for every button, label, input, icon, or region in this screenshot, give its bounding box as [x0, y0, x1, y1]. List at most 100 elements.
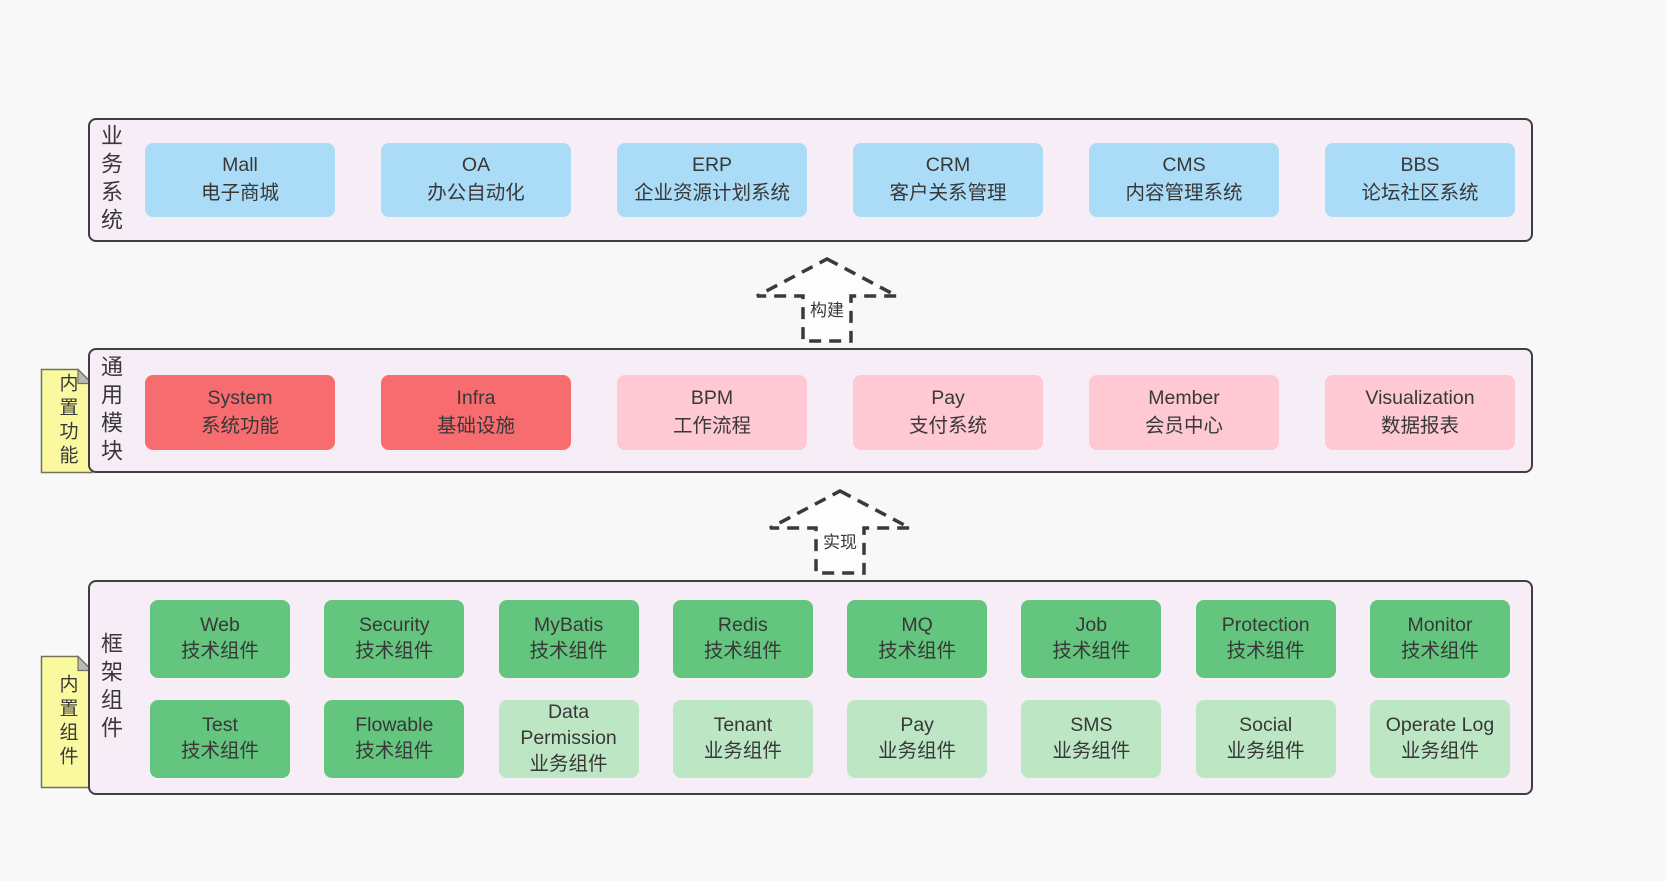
- node-erp: ERP 企业资源计划系统: [617, 143, 807, 217]
- sticky-note-built-in-components: 内置组件: [40, 655, 94, 789]
- node-data-permission: Data Permission 业务组件: [498, 700, 639, 778]
- node-operate-log: Operate Log 业务组件: [1369, 700, 1510, 778]
- arrow-label-build: 构建: [807, 296, 847, 321]
- note-text: 内置组件: [56, 674, 78, 770]
- node-name: OA: [461, 154, 491, 177]
- node-pay-component: Pay 业务组件: [847, 700, 988, 778]
- node-name: Data Permission: [520, 701, 617, 750]
- node-name: Infra: [456, 386, 496, 409]
- node-subtitle: 工作流程: [672, 414, 751, 437]
- node-name: Security: [359, 614, 430, 637]
- node-name: Social: [1239, 714, 1293, 737]
- band-business-systems: 业务系统 Mall 电子商城 OA 办公自动化 ERP 企业资源计划系统 CRM…: [88, 118, 1533, 242]
- node-subtitle: 业务组件: [1052, 740, 1131, 762]
- node-subtitle: 会员中心: [1144, 414, 1223, 437]
- node-mq: MQ 技术组件: [847, 600, 988, 678]
- band-common-modules: 通用模块 System 系统功能 Infra 基础设施 BPM 工作流程 Pay…: [88, 348, 1533, 473]
- node-subtitle: 系统功能: [200, 414, 279, 437]
- node-name: CRM: [925, 154, 971, 177]
- framework-row-2: Test 技术组件 Flowable 技术组件 Data Permission …: [150, 700, 1510, 778]
- node-subtitle: 业务组件: [1226, 740, 1305, 762]
- node-subtitle: 技术组件: [1400, 640, 1479, 662]
- node-subtitle: 技术组件: [878, 640, 957, 662]
- node-subtitle: 技术组件: [180, 640, 259, 662]
- node-name: Protection: [1221, 614, 1310, 637]
- node-name: Mall: [222, 154, 258, 177]
- note-text: 内置功能: [56, 373, 78, 469]
- node-subtitle: 支付系统: [908, 414, 987, 437]
- arrow-up-implement: 实现: [765, 488, 915, 576]
- node-subtitle: 基础设施: [436, 414, 515, 437]
- node-infra: Infra 基础设施: [381, 375, 571, 450]
- node-flowable: Flowable 技术组件: [324, 700, 465, 778]
- business-systems-row: Mall 电子商城 OA 办公自动化 ERP 企业资源计划系统 CRM 客户关系…: [145, 143, 1515, 217]
- node-name: BBS: [1400, 154, 1440, 177]
- node-name: Operate Log: [1385, 714, 1495, 737]
- node-name: ERP: [691, 154, 733, 177]
- node-mall: Mall 电子商城: [145, 143, 335, 217]
- band-label-framework-components: 框架组件: [98, 631, 123, 744]
- node-name: System: [207, 386, 273, 409]
- common-modules-row: System 系统功能 Infra 基础设施 BPM 工作流程 Pay 支付系统…: [145, 375, 1515, 450]
- node-name: Job: [1075, 614, 1108, 637]
- node-subtitle: 数据报表: [1380, 414, 1459, 437]
- node-tenant: Tenant 业务组件: [672, 700, 813, 778]
- node-name: CMS: [1162, 154, 1206, 177]
- node-monitor: Monitor 技术组件: [1369, 600, 1510, 678]
- node-subtitle: 技术组件: [1226, 640, 1305, 662]
- node-subtitle: 技术组件: [180, 740, 259, 762]
- node-crm: CRM 客户关系管理: [853, 143, 1043, 217]
- node-subtitle: 技术组件: [355, 640, 434, 662]
- node-name: Member: [1148, 386, 1220, 409]
- band-label-business-systems: 业务系统: [98, 124, 123, 236]
- node-pay-module: Pay 支付系统: [853, 375, 1043, 450]
- node-subtitle: 内容管理系统: [1125, 182, 1243, 204]
- node-name: Redis: [717, 614, 768, 637]
- node-subtitle: 业务组件: [878, 740, 957, 762]
- node-subtitle: 论坛社区系统: [1361, 182, 1479, 204]
- node-web: Web 技术组件: [150, 600, 290, 678]
- node-visualization: Visualization 数据报表: [1325, 375, 1515, 450]
- node-subtitle: 办公自动化: [427, 182, 525, 204]
- node-name: SMS: [1070, 714, 1113, 737]
- node-subtitle: 技术组件: [529, 640, 608, 662]
- framework-row-1: Web 技术组件 Security 技术组件 MyBatis 技术组件 Redi…: [150, 600, 1510, 678]
- node-subtitle: 企业资源计划系统: [633, 182, 790, 204]
- node-subtitle: 业务组件: [1400, 740, 1479, 762]
- node-member: Member 会员中心: [1089, 375, 1279, 450]
- arrow-up-build: 构建: [752, 256, 902, 344]
- node-name: Web: [200, 614, 240, 637]
- node-subtitle: 电子商城: [200, 182, 279, 204]
- band-framework-components: 框架组件 Web 技术组件 Security 技术组件 MyBatis 技术组件…: [88, 580, 1533, 795]
- node-test: Test 技术组件: [150, 700, 290, 778]
- node-job: Job 技术组件: [1021, 600, 1162, 678]
- node-system: System 系统功能: [145, 375, 335, 450]
- arrow-label-implement: 实现: [820, 528, 860, 553]
- node-name: Pay: [900, 714, 934, 737]
- node-oa: OA 办公自动化: [381, 143, 571, 217]
- node-redis: Redis 技术组件: [672, 600, 813, 678]
- node-subtitle: 技术组件: [703, 640, 782, 662]
- node-name: Flowable: [355, 714, 434, 737]
- node-name: BPM: [690, 386, 734, 409]
- node-subtitle: 技术组件: [1052, 640, 1131, 662]
- node-name: Pay: [931, 386, 965, 409]
- node-name: Test: [202, 714, 238, 737]
- node-mybatis: MyBatis 技术组件: [498, 600, 639, 678]
- node-name: MyBatis: [533, 614, 604, 637]
- node-name: MQ: [901, 614, 933, 637]
- node-protection: Protection 技术组件: [1195, 600, 1336, 678]
- sticky-note-icon: [40, 655, 94, 789]
- node-subtitle: 业务组件: [529, 752, 608, 775]
- band-label-common-modules: 通用模块: [98, 354, 123, 467]
- node-subtitle: 业务组件: [703, 740, 782, 762]
- node-name: Visualization: [1365, 386, 1475, 409]
- sticky-note-built-in-features: 内置功能: [40, 368, 94, 474]
- node-name: Tenant: [713, 714, 773, 737]
- node-name: Monitor: [1407, 614, 1473, 637]
- node-social: Social 业务组件: [1195, 700, 1336, 778]
- node-sms: SMS 业务组件: [1021, 700, 1162, 778]
- node-bpm: BPM 工作流程: [617, 375, 807, 450]
- node-cms: CMS 内容管理系统: [1089, 143, 1279, 217]
